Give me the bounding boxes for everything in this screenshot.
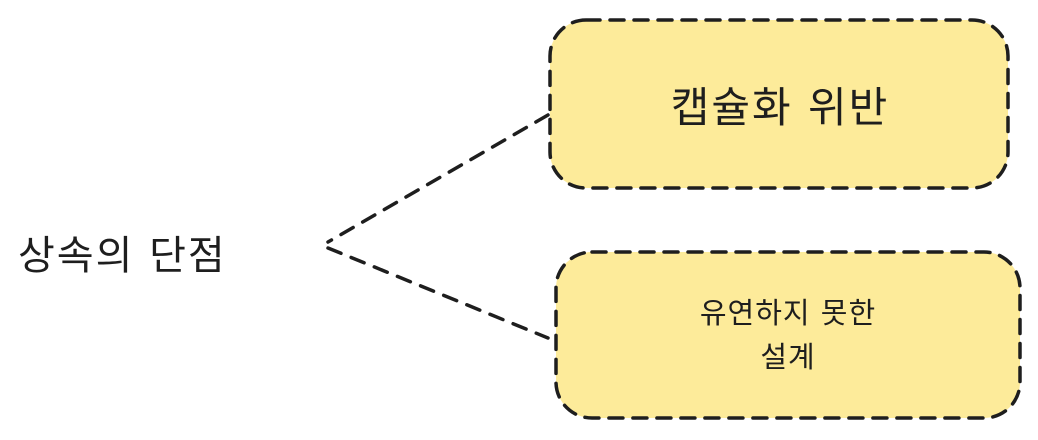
inflexible-design-label: 유연하지 못한 설계 (699, 296, 877, 374)
encapsulation-violation-box[interactable] (548, 18, 1010, 190)
connector-to-flexibility-node (326, 246, 550, 340)
root-topic-label: 상속의 단점 (18, 233, 227, 279)
encapsulation-violation-label: 캡슐화 위반 (670, 82, 890, 132)
inflexible-design-box[interactable] (554, 250, 1022, 420)
connector-to-encapsulation-node (326, 113, 550, 244)
